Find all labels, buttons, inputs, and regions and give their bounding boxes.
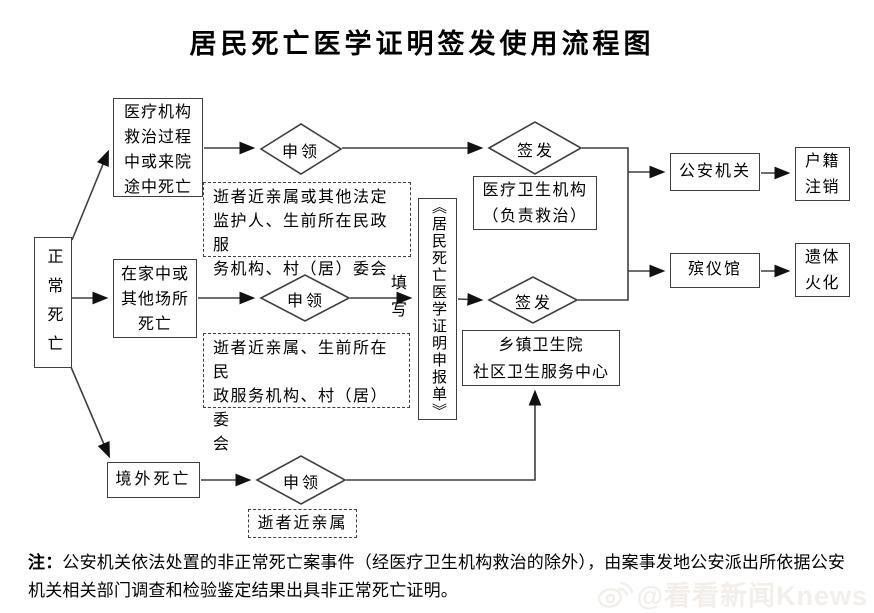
funeral-home-box: 殡仪馆 [670, 253, 760, 288]
connector-normal-to-abroad [70, 366, 110, 459]
connector-normal-to-medical [71, 149, 109, 241]
footnote-prefix: 注： [28, 553, 63, 572]
apply-diamond-top [259, 123, 343, 175]
medical-health-org-box: 医疗卫生机构 （负责救治） [473, 176, 597, 230]
connector-apply-to-township [346, 389, 542, 481]
watermark-handle: @看看新闻Knews [636, 581, 868, 611]
weibo-icon [597, 581, 633, 608]
apply-diamond-middle-label: 申领 [286, 293, 326, 310]
normal-death-box: 正常死亡 [34, 237, 72, 368]
page-title: 居民死亡医学证明签发使用流程图 [189, 29, 655, 59]
household-cancel-box: 户籍 注销 [795, 147, 850, 201]
footnote-text: 公安机关依法处置的非正常死亡案事件（经医疗卫生机构救治的除外），由案事发地公安派… [28, 553, 846, 600]
watermark: @看看新闻Knews [597, 574, 868, 613]
medical-institution-death-box: 医疗机构 救治过程 中或来院 途中死亡 [113, 98, 203, 197]
cremation-box: 遗体 火化 [795, 243, 850, 297]
legal-guardians-dashed-box: 逝者近亲属或其他法定 监护人、生前所在民政服 务机构、村（居）委会 [203, 182, 411, 278]
issue-diamond-bottom [487, 276, 579, 324]
footnote: 注：公安机关依法处置的非正常死亡案事件（经医疗卫生机构救治的除外），由案事发地公… [28, 549, 860, 605]
issue-diamond-bottom-label: 签发 [514, 295, 554, 312]
relatives-dashed-box: 逝者近亲属 [248, 509, 357, 538]
home-death-box: 在家中或 其他场所 死亡 [113, 259, 197, 338]
police-box: 公安机关 [670, 153, 760, 191]
connector-report-to-issue-bottom [457, 293, 484, 306]
apply-diamond-top-label: 申领 [281, 144, 321, 161]
civil-affairs-dashed-box: 逝者近亲属、生前所在民 政服务机构、村（居）委 会 [203, 333, 410, 453]
connector-issue-trunk [578, 147, 629, 301]
death-report-form-box: 《居民死亡医学证明申报单》 [418, 198, 457, 420]
apply-diamond-bottom [255, 455, 347, 505]
issue-diamond-top [487, 121, 583, 175]
fill-in-label: 填 写 [390, 275, 407, 319]
apply-diamond-bottom-label: 申领 [282, 475, 322, 492]
apply-diamond-middle [259, 274, 351, 322]
abroad-death-box: 境外死亡 [107, 462, 200, 498]
issue-diamond-top-label: 签发 [516, 143, 556, 160]
township-health-center-box: 乡镇卫生院 社区卫生服务中心 [462, 330, 620, 386]
